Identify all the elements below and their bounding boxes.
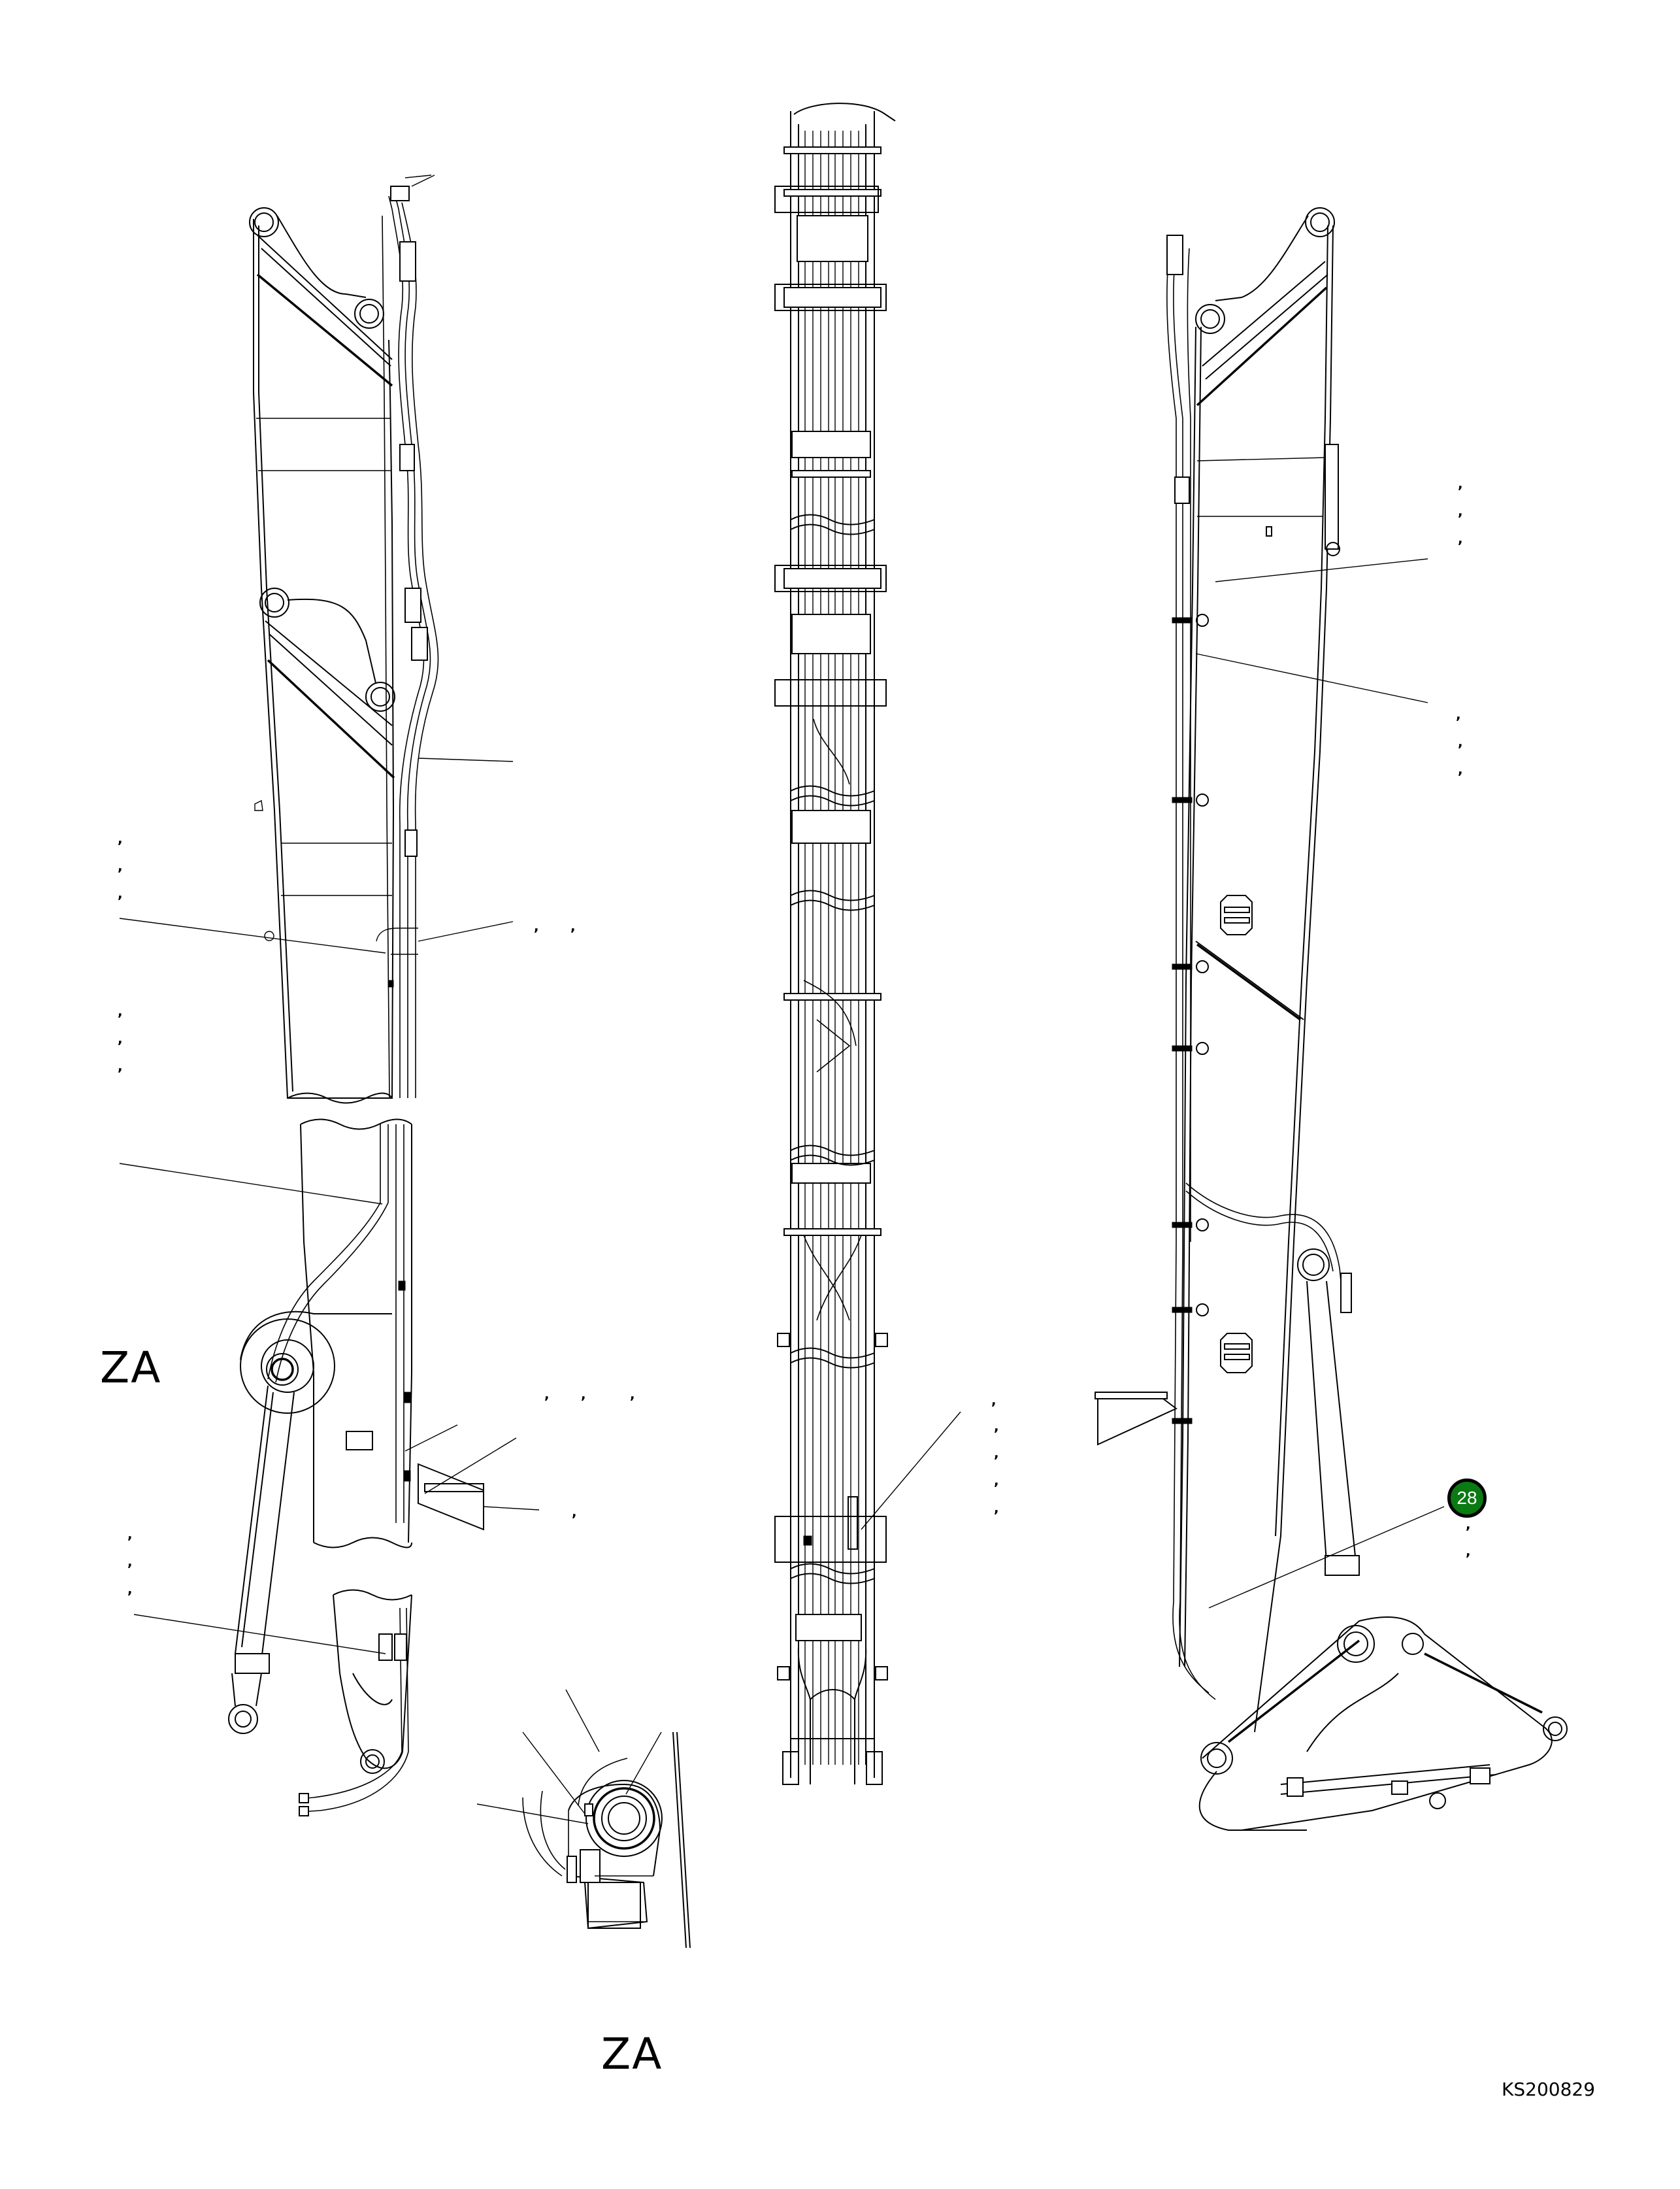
callout-placeholder: , bbox=[994, 1445, 999, 1461]
callout-badge-28[interactable]: 28 bbox=[1447, 1479, 1487, 1518]
callout-placeholder: , bbox=[118, 858, 123, 874]
callout-placeholder: , bbox=[630, 1386, 635, 1402]
callout-placeholder: , bbox=[991, 1392, 996, 1408]
callout-placeholder: , bbox=[534, 918, 539, 934]
callout-placeholder: , bbox=[581, 1386, 586, 1402]
callout-placeholder: , bbox=[994, 1418, 999, 1434]
callout-placeholder: , bbox=[1458, 503, 1463, 519]
callout-placeholder: , bbox=[1458, 734, 1463, 750]
top-view bbox=[774, 103, 896, 1785]
callout-placeholder: , bbox=[127, 1581, 133, 1597]
detail-view-title: ZA bbox=[601, 2029, 663, 2079]
callout-placeholder: , bbox=[118, 831, 123, 846]
callout-placeholder: , bbox=[118, 1058, 123, 1074]
hose-clamps bbox=[1172, 614, 1209, 1424]
callout-placeholder: , bbox=[570, 918, 576, 934]
callout-placeholder: , bbox=[1458, 531, 1463, 546]
detail-reference-label: ZA bbox=[100, 1343, 162, 1393]
callout-placeholder: , bbox=[994, 1473, 999, 1488]
callout-placeholder: , bbox=[572, 1504, 577, 1520]
callout-placeholder: , bbox=[1466, 1543, 1471, 1559]
callout-placeholder: , bbox=[1456, 707, 1461, 722]
right-side-view bbox=[1095, 207, 1568, 1831]
callout-placeholder: , bbox=[544, 1386, 550, 1402]
cover-plate bbox=[1220, 895, 1253, 1373]
callout-placeholder: , bbox=[127, 1554, 133, 1569]
callout-placeholder: , bbox=[118, 1003, 123, 1019]
callout-placeholder: , bbox=[127, 1526, 133, 1542]
callout-placeholder: , bbox=[118, 886, 123, 901]
leader-lines bbox=[119, 175, 1445, 1824]
callout-placeholder: , bbox=[1458, 476, 1463, 492]
callout-placeholder: , bbox=[1458, 761, 1463, 777]
callout-placeholder: , bbox=[118, 1031, 123, 1046]
left-arm-section bbox=[228, 1118, 484, 1734]
callout-placeholder: , bbox=[994, 1500, 999, 1516]
drawing-reference-code: KS200829 bbox=[1502, 2079, 1596, 2100]
fitting-band bbox=[774, 146, 887, 1641]
left-side-view bbox=[249, 175, 439, 1104]
callout-placeholder: , bbox=[1466, 1516, 1471, 1532]
detail-za-view bbox=[522, 1731, 691, 1948]
left-arm-end bbox=[299, 1589, 412, 1816]
